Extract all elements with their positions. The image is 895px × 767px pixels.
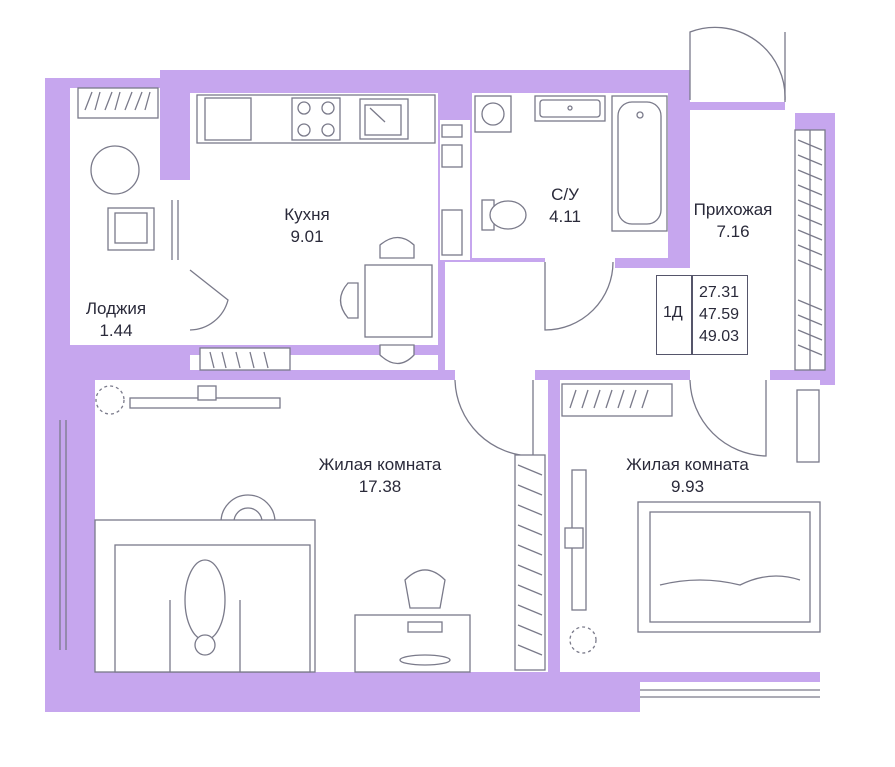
- round-table-icon: [90, 145, 140, 195]
- office-chair-icon: [404, 569, 446, 609]
- living-room-furniture: [94, 347, 546, 673]
- toilet-icon: [481, 199, 527, 231]
- bathtub-icon: [611, 95, 668, 232]
- washbasin-icon: [534, 95, 606, 122]
- wardrobe-icon: [77, 87, 159, 119]
- loggia-area: 1.44: [99, 321, 133, 340]
- summary-divider: [691, 276, 693, 354]
- desk-icon: [354, 614, 471, 673]
- total-area-value: 47.59: [699, 306, 740, 323]
- loggia-furniture: [77, 87, 159, 251]
- bedroom-name: Жилая комната: [626, 455, 749, 474]
- openings-lines: [59, 26, 820, 698]
- bedroom-area: 9.93: [670, 477, 705, 496]
- sink-icon: [359, 98, 409, 140]
- person-icon: [184, 559, 226, 656]
- bathroom-label: С/У 4.11: [530, 184, 600, 228]
- bathroom-area: 4.11: [549, 207, 581, 226]
- kitchen-name: Кухня: [284, 205, 330, 224]
- washing-machine-icon: [474, 95, 512, 133]
- apartment-code: 1Д: [663, 304, 683, 321]
- fridge-icon: [204, 97, 252, 141]
- kitchen-counter: [196, 94, 436, 144]
- kitchen-area: 9.01: [290, 227, 324, 246]
- living-room-area: 17.38: [358, 477, 402, 496]
- living-room-label: Жилая комната 17.38: [290, 454, 470, 498]
- armchair-icon: [107, 207, 155, 251]
- tv-icon: [129, 385, 281, 409]
- apartment-summary: 1Д 27.31 47.59 49.03: [656, 275, 748, 355]
- summary-values: 27.31 47.59 49.03: [699, 282, 739, 348]
- dining-table-icon: [339, 236, 433, 365]
- tv-icon: [564, 469, 587, 611]
- stove-icon: [291, 97, 341, 141]
- living-area-value: 27.31: [699, 284, 740, 301]
- bedroom-label: Жилая комната 9.93: [600, 454, 775, 498]
- plant-icon: [95, 385, 125, 415]
- wardrobe-icon: [794, 129, 826, 371]
- plant-icon: [569, 626, 597, 654]
- hallway-name: Прихожая: [693, 200, 773, 219]
- door-openings: [160, 30, 785, 382]
- bedroom-furniture: [561, 383, 821, 654]
- wardrobe-icon: [561, 383, 673, 417]
- kitchen-label: Кухня 9.01: [262, 204, 352, 248]
- living-room-name: Жилая комната: [318, 455, 442, 474]
- bed-icon: [637, 501, 821, 633]
- bathroom-name: С/У: [551, 185, 579, 204]
- hallway-area: 7.16: [716, 222, 750, 241]
- total-with-loggia-value: 49.03: [699, 328, 740, 345]
- bathroom-fixtures: [474, 95, 668, 232]
- hallway-label: Прихожая 7.16: [678, 199, 788, 243]
- loggia-label: Лоджия 1.44: [72, 298, 160, 342]
- loggia-name: Лоджия: [85, 299, 147, 318]
- radiator-icon: [199, 347, 291, 371]
- radiator-icon: [796, 389, 820, 463]
- wardrobe-icon: [514, 454, 546, 671]
